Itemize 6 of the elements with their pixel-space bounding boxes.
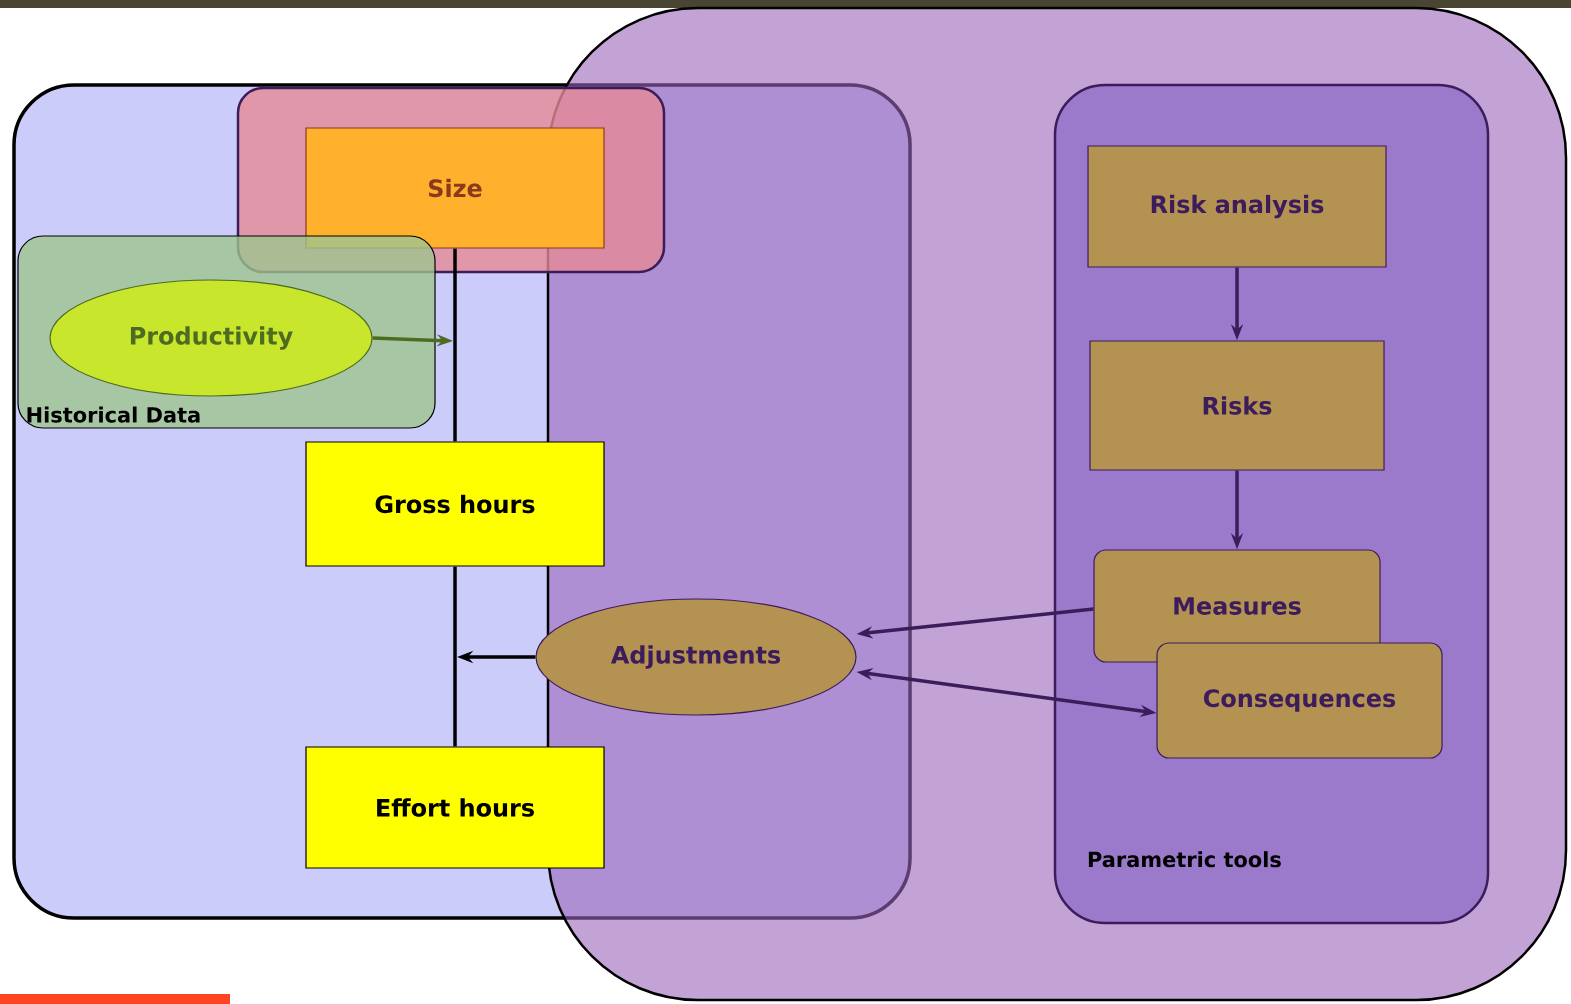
process-box: Gross hours (305, 441, 605, 567)
process-box: Consequences (1156, 642, 1443, 759)
process-box: Size (305, 127, 605, 249)
process-box: Effort hours (305, 746, 605, 869)
process-box: Risk analysis (1087, 145, 1387, 268)
process-box: Risks (1089, 340, 1385, 471)
